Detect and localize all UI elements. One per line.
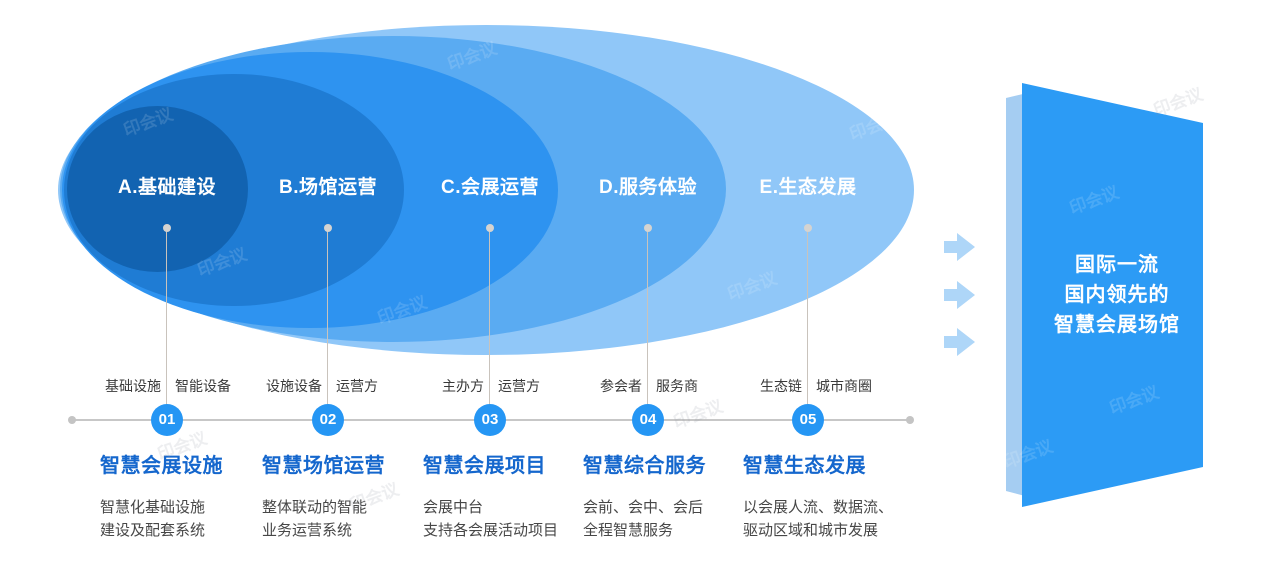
watermark: 印会议 xyxy=(1066,182,1122,219)
step-01-desc-line-1: 智慧化基础设施 xyxy=(100,499,206,516)
step-04-desc-line-1: 会前、会中、会后 xyxy=(583,499,704,516)
step-01-badge: 01 xyxy=(151,404,183,436)
step-02-desc-line-2: 业务运营系统 xyxy=(262,522,353,539)
timeline-end-dot xyxy=(906,416,914,424)
step-04-right-tag: 服务商 xyxy=(656,378,698,394)
step-05-badge: 05 xyxy=(792,404,824,436)
step-04-left-tag: 参会者 xyxy=(600,378,642,394)
step-01-left-tag: 基础设施 xyxy=(105,378,161,394)
step-01-desc: 智慧化基础设施 建设及配套系统 xyxy=(100,496,275,542)
connector-line-5 xyxy=(807,231,808,406)
goal-line-3: 智慧会展场馆 xyxy=(1054,314,1180,336)
connector-line-1 xyxy=(166,231,167,406)
ring-b-label: B.场馆运营 xyxy=(278,177,377,198)
step-05-left-tag: 生态链 xyxy=(760,378,802,394)
step-03-title: 智慧会展项目 xyxy=(423,455,546,477)
step-05-title: 智慧生态发展 xyxy=(743,455,866,477)
step-01-desc-line-2: 建设及配套系统 xyxy=(100,522,206,539)
step-04-desc: 会前、会中、会后 全程智慧服务 xyxy=(583,496,758,542)
step-03-right-tag: 运营方 xyxy=(498,378,540,394)
connector-line-4 xyxy=(647,231,648,406)
step-04-title: 智慧综合服务 xyxy=(583,455,706,477)
step-03-column: 智慧会展项目 会展中台 支持各会展活动项目 xyxy=(423,455,598,542)
step-02-left-tag: 设施设备 xyxy=(266,378,322,394)
step-02-right-tag: 运营方 xyxy=(336,378,378,394)
step-02-column: 智慧场馆运营 整体联动的智能 业务运营系统 xyxy=(262,455,437,542)
watermark: 印会议 xyxy=(670,396,726,433)
step-03-badge: 03 xyxy=(474,404,506,436)
step-04-badge: 04 xyxy=(632,404,664,436)
step-05-desc: 以会展人流、数据流、 驱动区域和城市发展 xyxy=(743,496,918,542)
right-arrow-icon xyxy=(944,281,975,309)
timeline-start-dot xyxy=(68,416,76,424)
watermark: 印会议 xyxy=(1106,382,1162,419)
step-03-desc-line-1: 会展中台 xyxy=(423,499,484,516)
step-03-desc: 会展中台 支持各会展活动项目 xyxy=(423,496,598,542)
right-arrow-icon xyxy=(944,233,975,261)
ring-a-ellipse xyxy=(67,106,248,272)
watermark: 印会议 xyxy=(1000,436,1056,473)
ring-a-anchor-dot xyxy=(163,224,171,232)
connector-line-3 xyxy=(489,231,490,406)
step-05-desc-line-1: 以会展人流、数据流、 xyxy=(743,499,894,516)
step-04-desc-line-2: 全程智慧服务 xyxy=(583,522,674,539)
step-01-title: 智慧会展设施 xyxy=(100,455,223,477)
step-05-right-tag: 城市商圈 xyxy=(816,378,872,394)
watermark: 印会议 xyxy=(1150,84,1206,121)
step-02-desc-line-1: 整体联动的智能 xyxy=(262,499,368,516)
ring-d-anchor-dot xyxy=(644,224,652,232)
step-02-title: 智慧场馆运营 xyxy=(262,455,385,477)
step-02-badge: 02 xyxy=(312,404,344,436)
goal-line-2: 国内领先的 xyxy=(1064,284,1170,306)
ring-c-label: C.会展运营 xyxy=(440,177,539,198)
step-03-desc-line-2: 支持各会展活动项目 xyxy=(423,522,559,539)
ring-e-label: E.生态发展 xyxy=(759,177,857,198)
ring-a-label: A.基础建设 xyxy=(117,177,216,198)
ring-b-anchor-dot xyxy=(324,224,332,232)
goal-line-1: 国际一流 xyxy=(1075,254,1159,276)
step-03-left-tag: 主办方 xyxy=(442,378,484,394)
goal-banner-text: 国际一流 国内领先的 智慧会展场馆 xyxy=(1030,250,1204,340)
ring-d-label: D.服务体验 xyxy=(598,177,697,198)
connector-line-2 xyxy=(327,231,328,406)
step-01-right-tag: 智能设备 xyxy=(175,378,231,394)
ring-c-anchor-dot xyxy=(486,224,494,232)
ring-e-anchor-dot xyxy=(804,224,812,232)
step-01-column: 智慧会展设施 智慧化基础设施 建设及配套系统 xyxy=(100,455,275,542)
right-arrow-icon xyxy=(944,328,975,356)
step-05-column: 智慧生态发展 以会展人流、数据流、 驱动区域和城市发展 xyxy=(743,455,918,542)
step-05-desc-line-2: 驱动区域和城市发展 xyxy=(743,522,879,539)
step-04-column: 智慧综合服务 会前、会中、会后 全程智慧服务 xyxy=(583,455,758,542)
step-02-desc: 整体联动的智能 业务运营系统 xyxy=(262,496,437,542)
